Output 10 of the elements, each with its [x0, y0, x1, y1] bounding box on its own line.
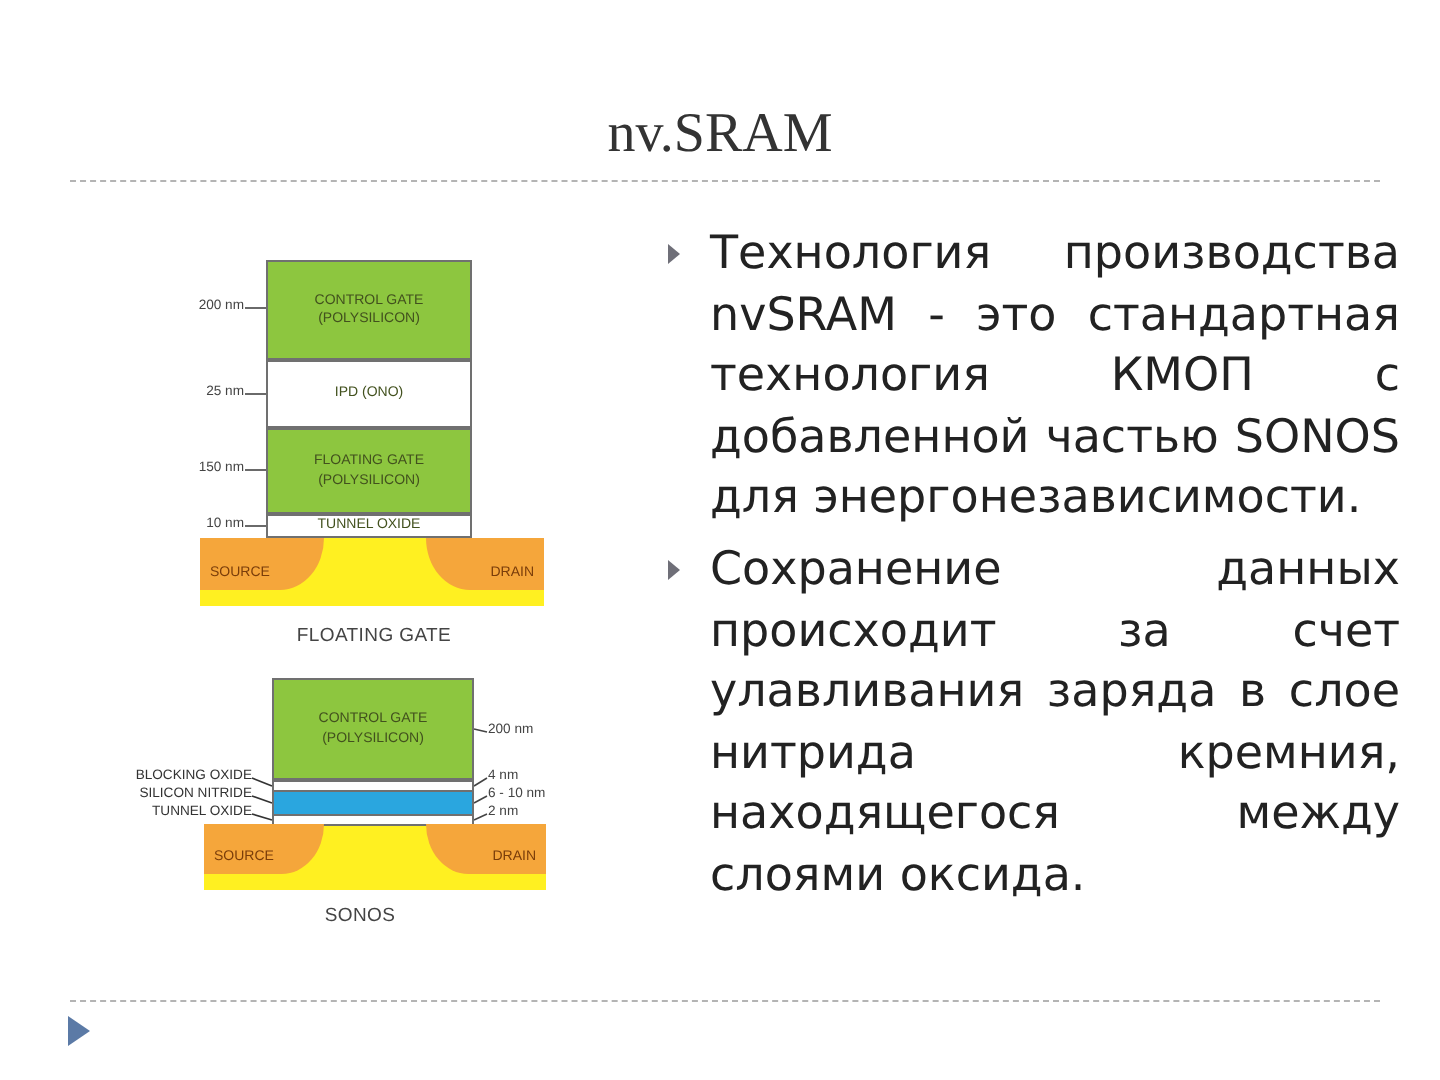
leader-line [251, 777, 273, 787]
slide-title: nv.SRAM [607, 105, 833, 167]
leader-line [251, 813, 273, 821]
figure-caption: SONOS [324, 906, 396, 926]
silicon-nitride-layer [272, 790, 474, 816]
bullet-text: Сохранение данных происходит за счет улавливания заряда в слое нитрида кремния, находящегося между слоями оксида. [710, 542, 1400, 905]
bullet-text: Технология производства nvSRAM - это стандартная технология КМОП с добавленной частью SONOS для энергонезависимости. [710, 226, 1400, 528]
leader-line [251, 795, 273, 804]
figure-caption: FLOATING GATE [296, 626, 452, 646]
tunnel-oxide-layer [272, 814, 474, 826]
